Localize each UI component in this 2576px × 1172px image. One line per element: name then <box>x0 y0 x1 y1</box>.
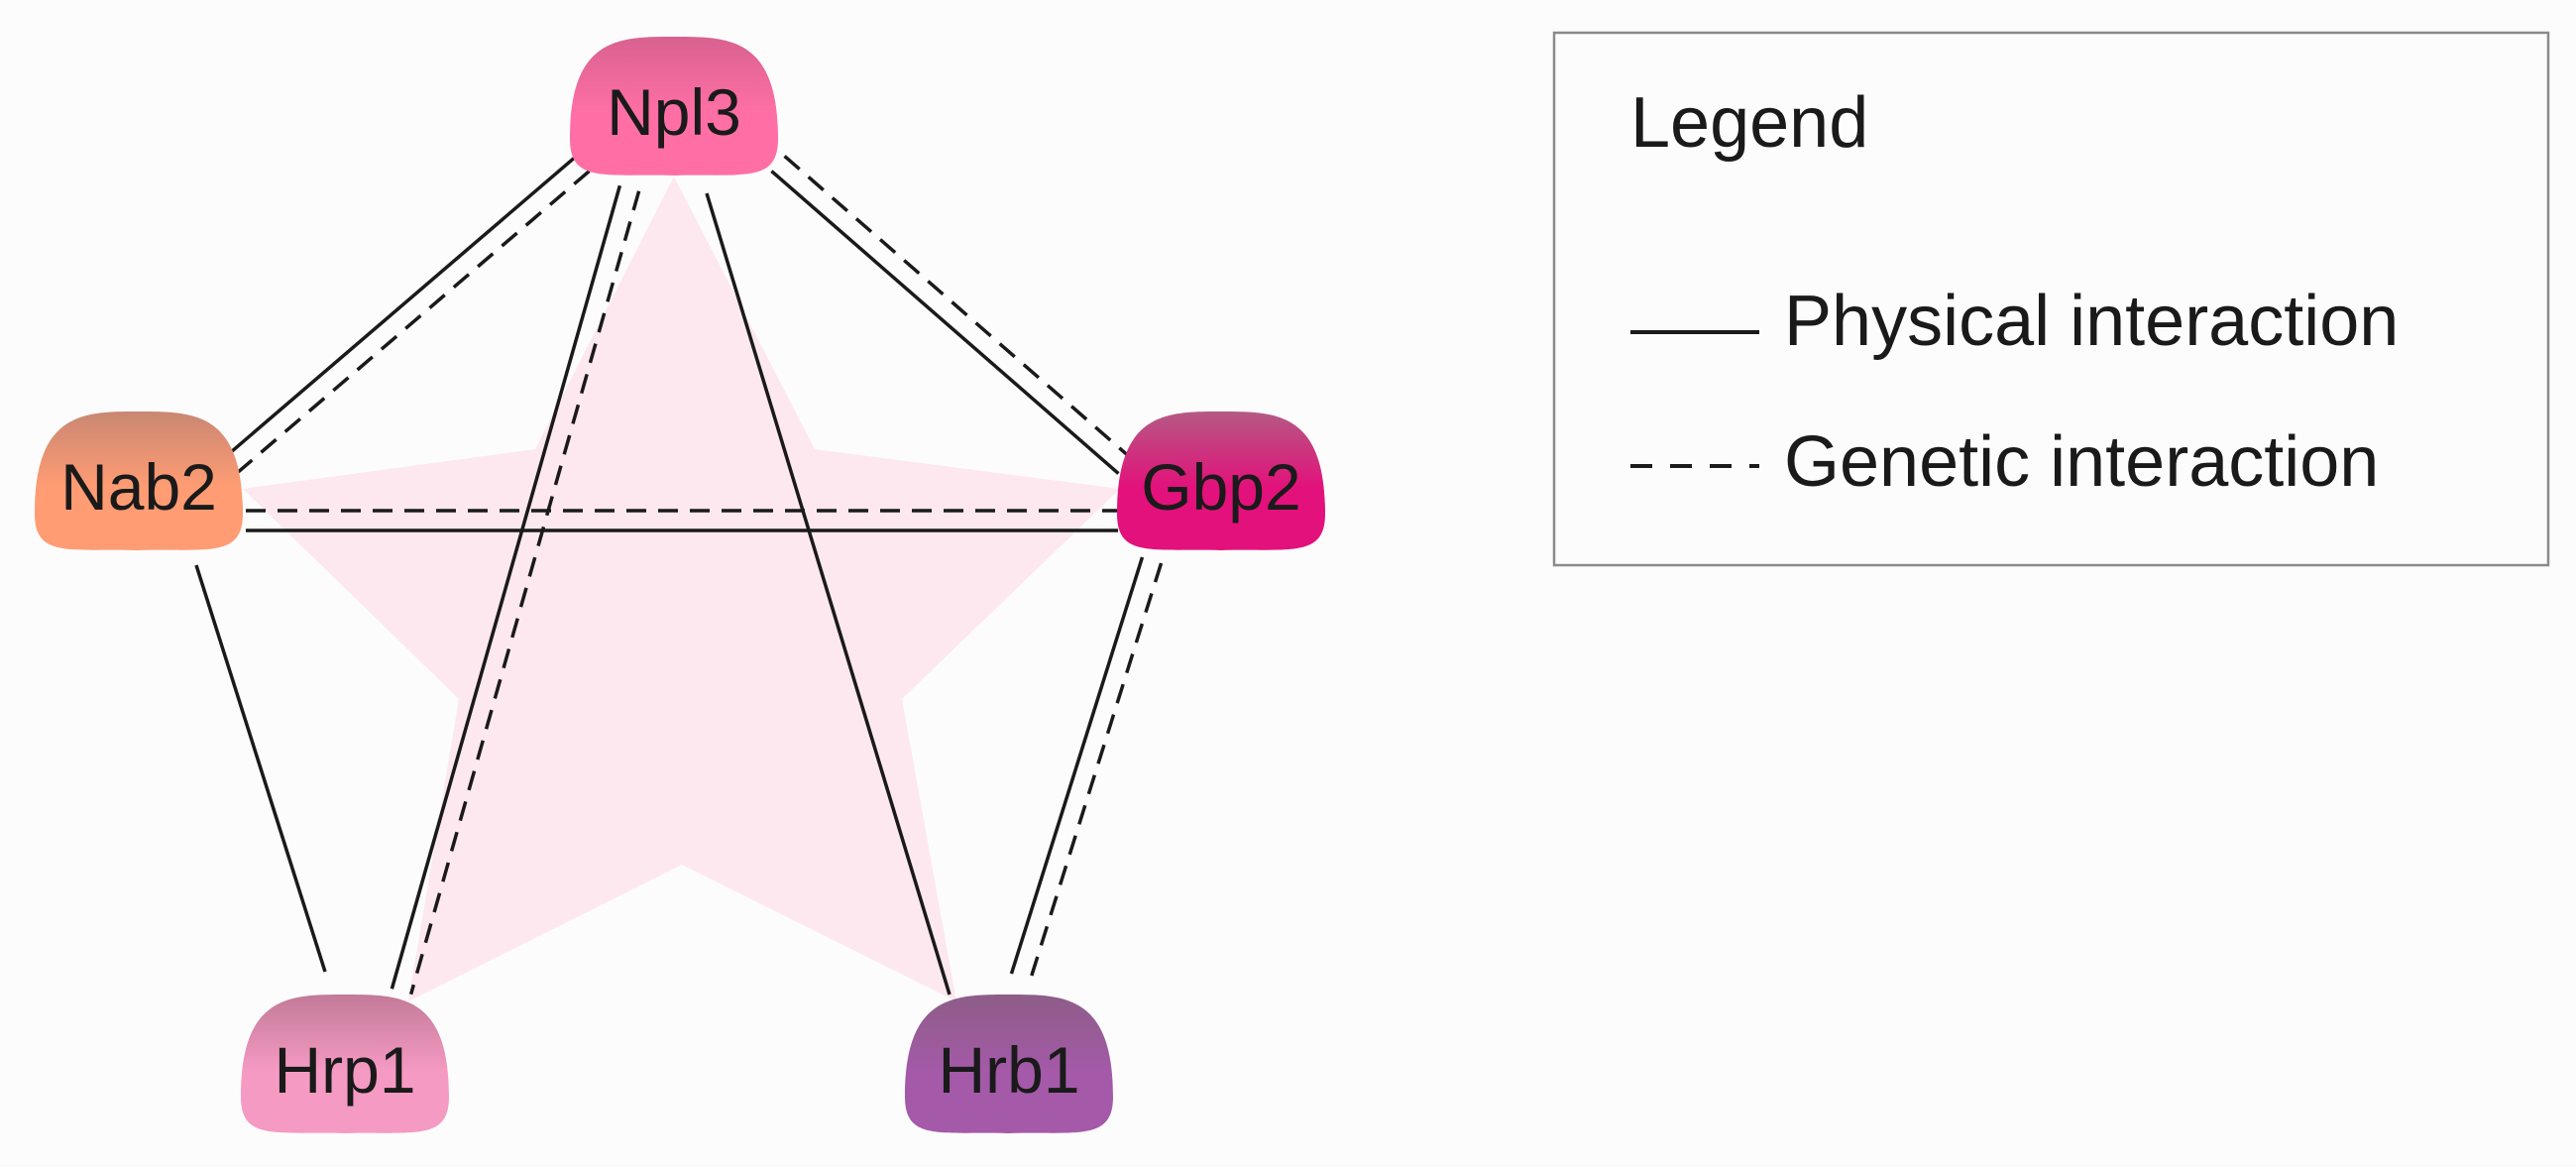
node-label: Hrp1 <box>274 1033 415 1107</box>
legend-title: Legend <box>1630 83 1868 163</box>
node-shape <box>570 37 778 176</box>
edge-genetic-gbp2-hrb1 <box>1028 562 1164 981</box>
node-shape <box>35 411 243 550</box>
node-npl3[interactable]: Npl3 <box>570 37 778 176</box>
legend-genetic-label: Genetic interaction <box>1784 422 2379 502</box>
legend-physical-label: Physical interaction <box>1784 282 2399 361</box>
node-hrp1[interactable]: Hrp1 <box>241 995 449 1133</box>
node-label: Npl3 <box>607 75 741 149</box>
node-shape <box>241 995 449 1133</box>
node-hrb1[interactable]: Hrb1 <box>905 995 1113 1133</box>
edge-physical-nab2-hrp1 <box>194 564 327 973</box>
node-shape <box>905 995 1113 1133</box>
node-gbp2[interactable]: Gbp2 <box>1117 411 1325 550</box>
legend-box: Legend Physical interaction Genetic inte… <box>1552 31 2550 567</box>
edge-physical-npl3-hrp1 <box>390 184 622 990</box>
edge-physical-npl3-hrb1 <box>705 192 952 996</box>
edge-genetic-npl3-hrp1 <box>408 190 641 996</box>
edge-physical-npl3-nab2 <box>222 155 578 460</box>
edge-physical-npl3-gbp2 <box>770 170 1120 475</box>
edge-physical-gbp2-hrb1 <box>1009 556 1145 975</box>
node-label: Nab2 <box>60 450 217 524</box>
node-nab2[interactable]: Nab2 <box>35 411 243 550</box>
node-shape <box>1117 411 1325 550</box>
node-label: Gbp2 <box>1141 450 1300 524</box>
edge-genetic-npl3-gbp2 <box>783 155 1133 460</box>
edge-genetic-npl3-nab2 <box>235 170 591 475</box>
background-star <box>243 176 1120 1001</box>
edge-layer <box>194 155 1164 996</box>
legend-border <box>1552 31 2550 567</box>
node-label: Hrb1 <box>938 1033 1079 1107</box>
